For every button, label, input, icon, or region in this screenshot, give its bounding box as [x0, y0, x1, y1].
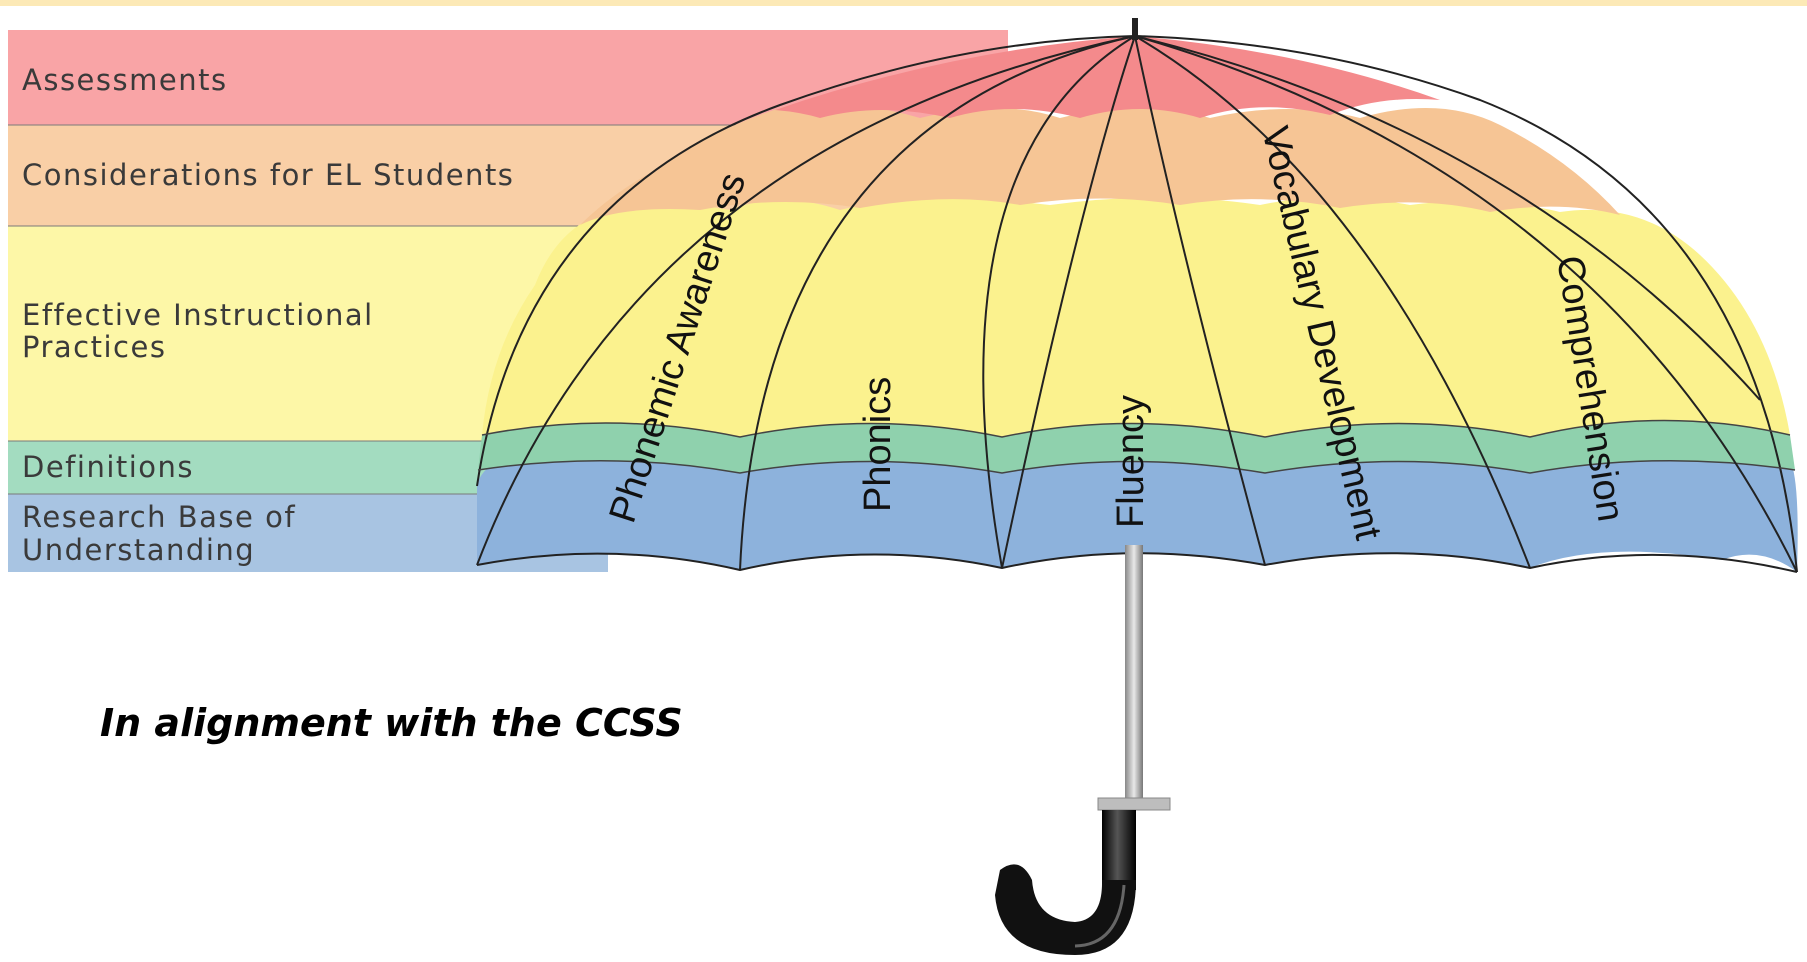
caption: In alignment with the CCSS — [100, 701, 683, 745]
umbrella-shaft — [1097, 545, 1171, 811]
canopy-assessments — [775, 36, 1440, 118]
label-definitions: Definitions — [22, 450, 194, 484]
label-research-line2: Understanding — [22, 533, 255, 567]
canopy-el-students — [580, 103, 1620, 225]
label-assessments: Assessments — [22, 63, 228, 97]
panel-phonics: Phonics — [857, 377, 899, 512]
label-research-line1: Research Base of — [22, 500, 296, 534]
umbrella-canopy — [476, 18, 1798, 573]
canopy-definitions — [478, 420, 1795, 473]
umbrella-handle — [995, 810, 1136, 955]
label-practices-line2: Practices — [22, 330, 166, 364]
canopy-research — [477, 460, 1798, 572]
panel-fluency: Fluency — [1110, 395, 1152, 528]
label-el-students: Considerations for EL Students — [22, 158, 514, 192]
canopy-practices — [482, 197, 1790, 437]
top-bar — [0, 0, 1807, 6]
label-practices-line1: Effective Instructional — [22, 298, 374, 332]
